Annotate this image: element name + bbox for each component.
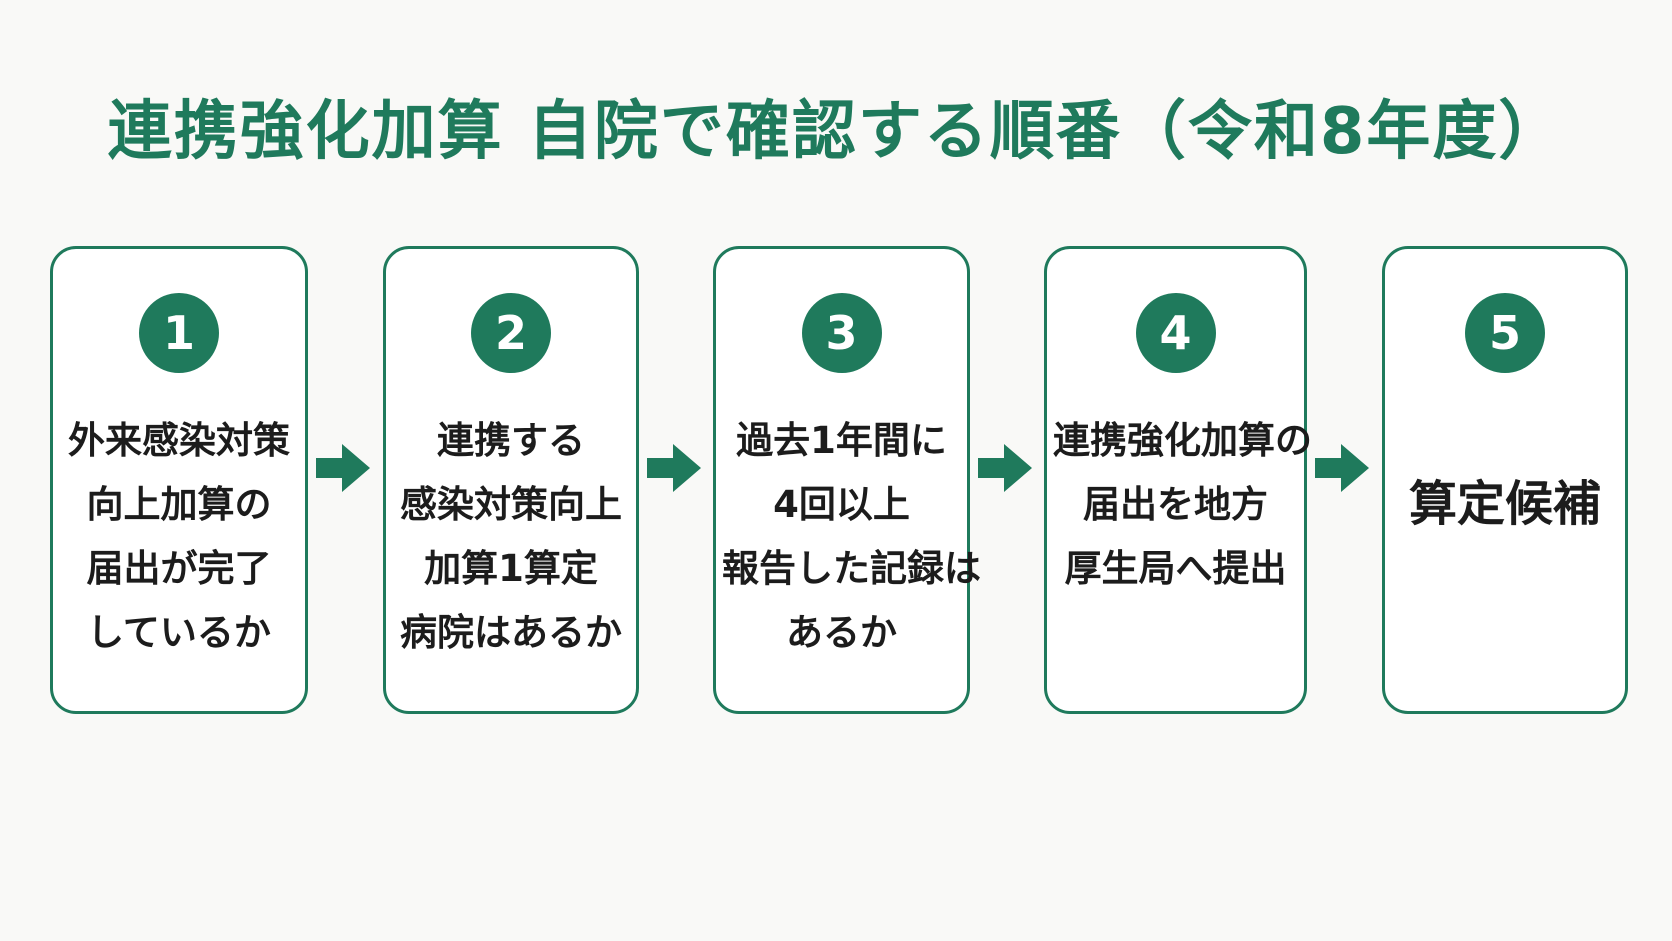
step-description: 外来感染対策 向上加算の 届出が完了 しているか bbox=[59, 409, 299, 665]
step-text-line: 感染対策向上 bbox=[400, 483, 622, 526]
step-text-line: 過去1年間に bbox=[736, 419, 947, 462]
step-number-badge: 1 bbox=[139, 293, 219, 373]
step-number-badge: 4 bbox=[1135, 293, 1216, 373]
step-card-4: 4 連携強化加算の 届出を地方 厚生局へ提出 bbox=[1044, 246, 1312, 714]
step-text-line: 算定候補 bbox=[1408, 476, 1601, 532]
page-title: 連携強化加算 自院で確認する順番（令和8年度） bbox=[107, 95, 1565, 169]
step-description: 連携する 感染対策向上 加算1算定 病院はあるか bbox=[392, 409, 630, 665]
step-text-line: しているか bbox=[87, 611, 271, 654]
step-description: 過去1年間に 4回以上 報告した記録は あるか bbox=[722, 409, 981, 665]
step-number-badge: 5 bbox=[1465, 293, 1545, 373]
step-text-line: 加算1算定 bbox=[424, 547, 598, 590]
step-text-line: 厚生局へ提出 bbox=[1064, 547, 1287, 590]
step-number-badge: 3 bbox=[801, 293, 882, 373]
step-card-1: 1 外来感染対策 向上加算の 届出が完了 しているか bbox=[50, 246, 308, 714]
step-text-line: 届出を地方 bbox=[1083, 483, 1268, 526]
step-text-line: 外来感染対策 bbox=[68, 419, 290, 462]
step-text-line: あるか bbox=[786, 611, 897, 654]
right-arrow-icon bbox=[316, 444, 370, 492]
step-text-line: 届出が完了 bbox=[86, 547, 272, 590]
right-arrow-icon bbox=[1315, 444, 1369, 492]
right-arrow-icon bbox=[647, 444, 701, 492]
step-text-line: 4回以上 bbox=[773, 483, 910, 526]
step-text-line: 連携する bbox=[437, 419, 585, 462]
step-text-line: 向上加算の bbox=[86, 483, 272, 526]
step-card-3: 3 過去1年間に 4回以上 報告した記録は あるか bbox=[713, 246, 981, 714]
step-text-line: 連携強化加算の bbox=[1053, 419, 1312, 462]
step-description: 算定候補 bbox=[1391, 469, 1619, 539]
step-text-line: 報告した記録は bbox=[722, 547, 981, 590]
step-card-2: 2 連携する 感染対策向上 加算1算定 病院はあるか bbox=[383, 246, 639, 714]
step-card-5: 5 算定候補 bbox=[1382, 246, 1628, 714]
step-text-line: 病院はあるか bbox=[400, 611, 622, 654]
step-number-badge: 2 bbox=[471, 293, 551, 373]
step-description: 連携強化加算の 届出を地方 厚生局へ提出 bbox=[1053, 409, 1312, 601]
right-arrow-icon bbox=[978, 444, 1032, 492]
